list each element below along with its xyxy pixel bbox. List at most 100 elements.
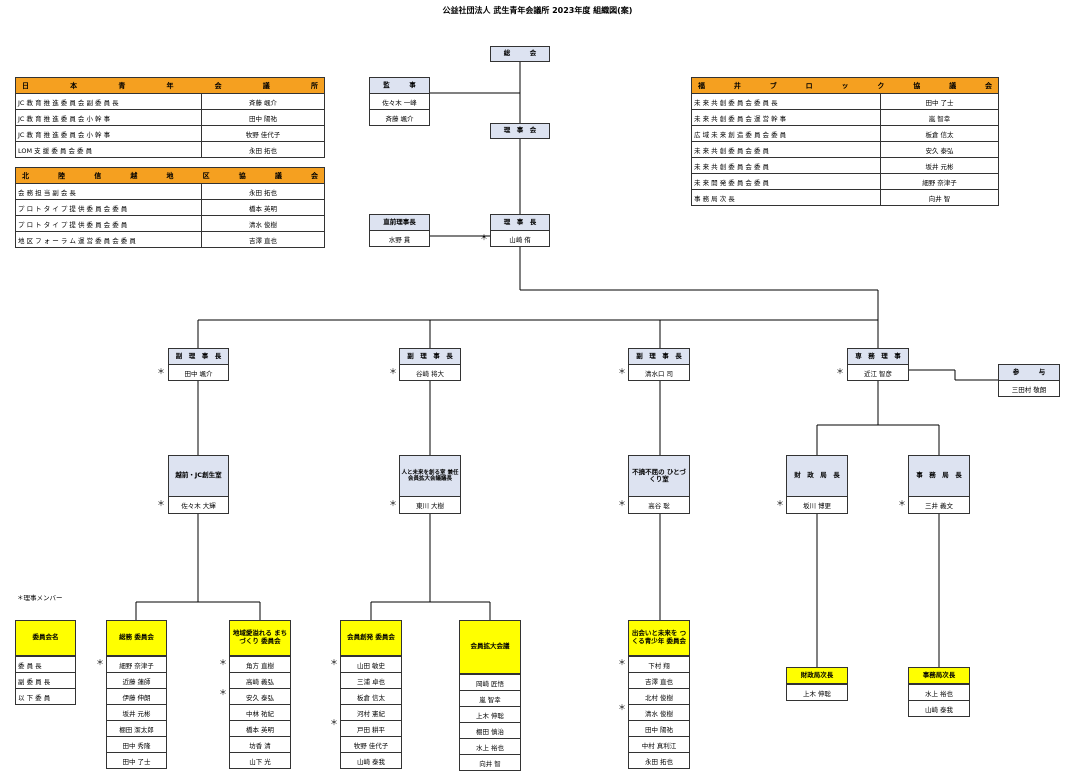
list-item: 水上 裕也 — [460, 738, 520, 754]
list-item: 角方 直樹 — [230, 656, 290, 672]
list-item: 坂井 元彬 — [107, 704, 166, 720]
rijicho-star: ＊ — [480, 233, 488, 242]
table-row: 会 務 担 当 副 会 長永田 拓也 — [16, 184, 324, 199]
list-item: 嵐 智幸 — [460, 690, 520, 706]
legend-box: 委員会名 委 員 長 副 委 員 長 以 下 委 員 — [15, 620, 76, 705]
member-star: ＊ — [219, 688, 227, 697]
list-item: 棚田 慎治 — [460, 722, 520, 738]
senmu-box: 専 務 理 事 近江 智彦 — [847, 348, 909, 381]
list-item: 田中 陽祐 — [629, 720, 689, 736]
zaimu-jichou-box: 財政局次長 上木 伸聡 — [786, 667, 848, 701]
table-row: JC 教 育 推 進 委 員 会 小 幹 事田中 陽祐 — [16, 109, 324, 125]
hokuriku-header: 北陸信越地区協議会 — [16, 168, 324, 183]
fukui-table: 福井ブロック協議会 未 来 共 創 委 員 会 委 員 長田中 了士 未 来 共… — [691, 77, 999, 206]
list-item: 高崎 義弘 — [230, 672, 290, 688]
chokuzen-box: 直前理事長 水野 貫 — [369, 214, 430, 247]
list-item: 坊香 清 — [230, 736, 290, 752]
table-row: プ ロ ト タ イ プ 提 供 委 員 会 委 員橋本 英明 — [16, 199, 324, 215]
list-item: 下村 翔 — [629, 656, 689, 672]
list-item: 山崎 泰我 — [341, 752, 401, 768]
fukuriji-star: ＊ — [389, 367, 397, 376]
committee-soumu: 総務 委員会 細野 奈津子 近藤 蓮師 伊藤 伸朗 坂井 元彬 棚田 潔太郎 田… — [106, 620, 167, 769]
table-row: プ ロ ト タ イ プ 提 供 委 員 会 委 員清水 俊樹 — [16, 215, 324, 231]
jimu-jichou-box: 事務局次長 水上 裕也 山崎 泰我 — [908, 667, 970, 717]
table-row: JC 教 育 推 進 委 員 会 副 委 員 長斉藤 颯介 — [16, 94, 324, 109]
table-row: 未 来 共 創 委 員 会 委 員 長田中 了士 — [692, 94, 998, 109]
list-item: 戸田 耕平 — [341, 720, 401, 736]
list-item: 永田 拓也 — [629, 752, 689, 768]
list-item: 河村 憲紀 — [341, 704, 401, 720]
member-star: ＊ — [618, 703, 626, 712]
fukui-header: 福井ブロック協議会 — [692, 78, 998, 93]
kanji-box: 監 事 佐々木 一峰 斉藤 颯介 — [369, 77, 430, 126]
page-title: 公益社団法人 武生青年会議所 2023年度 組織図(案) — [442, 6, 633, 15]
fukuriji-box: 副 理 事 長 田中 颯介 — [168, 348, 229, 381]
rijicho-box: 理 事 長 山崎 侑 — [490, 214, 550, 247]
member-star: ＊ — [96, 658, 104, 667]
list-item: 岡崎 匠悟 — [460, 674, 520, 690]
table-row: 未 来 共 創 委 員 会 運 営 幹 事嵐 智幸 — [692, 109, 998, 125]
shitsu-box: 越前・JC創生室 佐々木 大輝 — [168, 455, 229, 514]
soukai-box: 総 会 — [490, 46, 550, 62]
rijikai-box: 理 事 会 — [490, 123, 550, 139]
member-star: ＊ — [330, 718, 338, 727]
table-row: 地 区 フ ォ ー ラ ム 運 営 委 員 会 委 員吉澤 直也 — [16, 231, 324, 247]
fukuriji-star: ＊ — [157, 367, 165, 376]
list-item: 中村 真利江 — [629, 736, 689, 752]
committee-seishounen: 出会いと未来を つくる青少年 委員会 下村 翔 吉澤 直也 北村 俊樹 清水 俊… — [628, 620, 690, 769]
table-row: JC 教 育 推 進 委 員 会 小 幹 事牧野 佳代子 — [16, 125, 324, 141]
committee-kaiin-souhatsu: 会員創発 委員会 山田 敏史 三浦 卓也 板倉 信太 河村 憲紀 戸田 耕平 牧… — [340, 620, 402, 769]
table-row: 未 来 開 発 委 員 会 委 員細野 奈津子 — [692, 173, 998, 189]
list-item: 牧野 佳代子 — [341, 736, 401, 752]
table-row: 事 務 局 次 長向井 智 — [692, 189, 998, 205]
hokuriku-table: 北陸信越地区協議会 会 務 担 当 副 会 長永田 拓也 プ ロ ト タ イ プ… — [15, 167, 325, 248]
committee-kaiin-kakudai: 会員拡大会議 岡崎 匠悟 嵐 智幸 上木 伸聡 棚田 慎治 水上 裕也 向井 智 — [459, 620, 521, 771]
list-item: 山田 敏史 — [341, 656, 401, 672]
list-item: 田中 秀隆 — [107, 736, 166, 752]
shitsu-box: 不撓不屈の ひとづくり室 高谷 聡 — [628, 455, 690, 514]
list-item: 上木 伸聡 — [787, 684, 847, 700]
list-item: 吉澤 直也 — [629, 672, 689, 688]
list-item: 近藤 蓮師 — [107, 672, 166, 688]
list-item: 山下 光 — [230, 752, 290, 768]
list-item: 板倉 信太 — [341, 688, 401, 704]
shitsu-star: ＊ — [618, 499, 626, 508]
list-item: 三浦 卓也 — [341, 672, 401, 688]
list-item: 安久 泰弘 — [230, 688, 290, 704]
list-item: 向井 智 — [460, 754, 520, 770]
table-row: 未 来 共 創 委 員 会 委 員坂井 元彬 — [692, 157, 998, 173]
sanyo-box: 参 与 三田村 敬朗 — [998, 364, 1060, 397]
legend-note: ＊理事メンバー — [17, 594, 63, 602]
list-item: 伊藤 伸朗 — [107, 688, 166, 704]
committee-machizukuri: 地域愛溢れる まちづくり 委員会 角方 直樹 高崎 義弘 安久 泰弘 中林 祐紀… — [229, 620, 291, 769]
shitsu-star: ＊ — [157, 499, 165, 508]
table-row: 広 域 未 来 創 造 委 員 会 委 員板倉 信太 — [692, 125, 998, 141]
fukuriji-box: 副 理 事 長 谷崎 将大 — [399, 348, 461, 381]
list-item: 清水 俊樹 — [629, 704, 689, 720]
list-item: 山崎 泰我 — [909, 700, 969, 716]
shitsu-star: ＊ — [389, 499, 397, 508]
table-row: LOM 支 援 委 員 会 委 員永田 拓也 — [16, 141, 324, 157]
member-star: ＊ — [618, 658, 626, 667]
member-star: ＊ — [219, 658, 227, 667]
list-item: 田中 了士 — [107, 752, 166, 768]
nichi-header: 日本青年会議所 — [16, 78, 324, 93]
fukuriji-box: 副 理 事 長 清水口 司 — [628, 348, 690, 381]
list-item: 中林 祐紀 — [230, 704, 290, 720]
nichi-table: 日本青年会議所 JC 教 育 推 進 委 員 会 副 委 員 長斉藤 颯介 JC… — [15, 77, 325, 158]
list-item: 細野 奈津子 — [107, 656, 166, 672]
fukuriji-star: ＊ — [618, 367, 626, 376]
list-item: 上木 伸聡 — [460, 706, 520, 722]
table-row: 未 来 共 創 委 員 会 委 員安久 泰弘 — [692, 141, 998, 157]
zaimu-star: ＊ — [776, 499, 784, 508]
list-item: 棚田 潔太郎 — [107, 720, 166, 736]
senmu-star: ＊ — [836, 367, 844, 376]
jimu-star: ＊ — [898, 499, 906, 508]
zaimu-box: 財 政 局 長 坂川 博更 — [786, 455, 848, 514]
list-item: 橋本 英明 — [230, 720, 290, 736]
list-item: 水上 裕也 — [909, 684, 969, 700]
member-star: ＊ — [330, 658, 338, 667]
jimu-box: 事 務 局 長 三井 義文 — [908, 455, 970, 514]
shitsu-box: 人と未来を創る室 兼任 会員拡大会議議長 東川 大樹 — [399, 455, 461, 514]
